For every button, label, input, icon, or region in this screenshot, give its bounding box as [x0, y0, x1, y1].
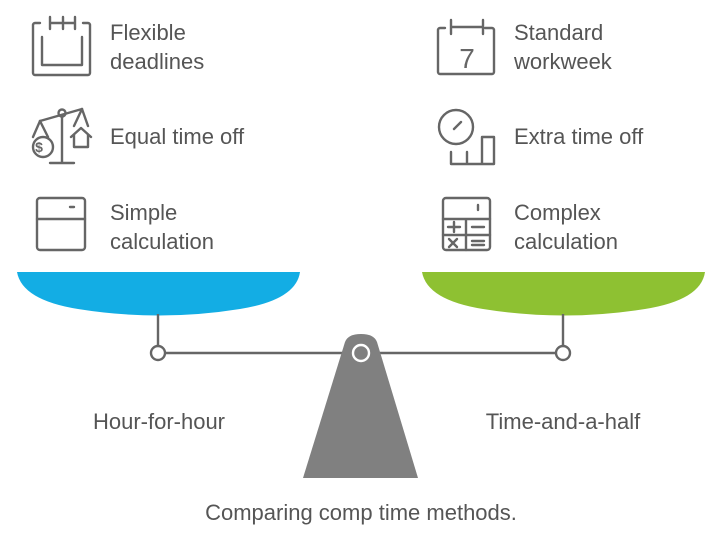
right-item-1-line1: Standard [514, 20, 603, 45]
right-item-1-line2: workweek [513, 49, 613, 74]
right-scale-pan [422, 272, 705, 316]
calculator-icon [441, 196, 492, 252]
calculator-simple-icon [35, 196, 87, 252]
left-item-3-line2: calculation [110, 229, 214, 254]
left-item-1-line2: deadlines [110, 49, 204, 74]
left-item-1-line1: Flexible [110, 20, 186, 45]
right-item-3-line2: calculation [514, 229, 618, 254]
right-item-2: Extra time off [514, 124, 644, 149]
left-item-2: Equal time off [110, 124, 245, 149]
dollar-glyph: $ [35, 139, 43, 155]
balance-scale-icon [31, 107, 93, 165]
fulcrum-pivot [351, 343, 371, 363]
left-item-3-line1: Simple [110, 200, 177, 225]
left-pivot [149, 344, 167, 362]
right-item-3-line1: Complex [514, 200, 601, 225]
left-method-label: Hour-for-hour [93, 409, 225, 434]
caption: Comparing comp time methods. [205, 500, 517, 525]
fulcrum [303, 334, 418, 478]
calendar-day-glyph: 7 [459, 43, 475, 74]
calendar-icon [31, 15, 92, 77]
clock-chart-icon [437, 108, 496, 166]
right-method-label: Time-and-a-half [486, 409, 641, 434]
left-scale-pan [17, 272, 300, 316]
calendar-week-icon [436, 18, 496, 76]
right-pivot [554, 344, 572, 362]
